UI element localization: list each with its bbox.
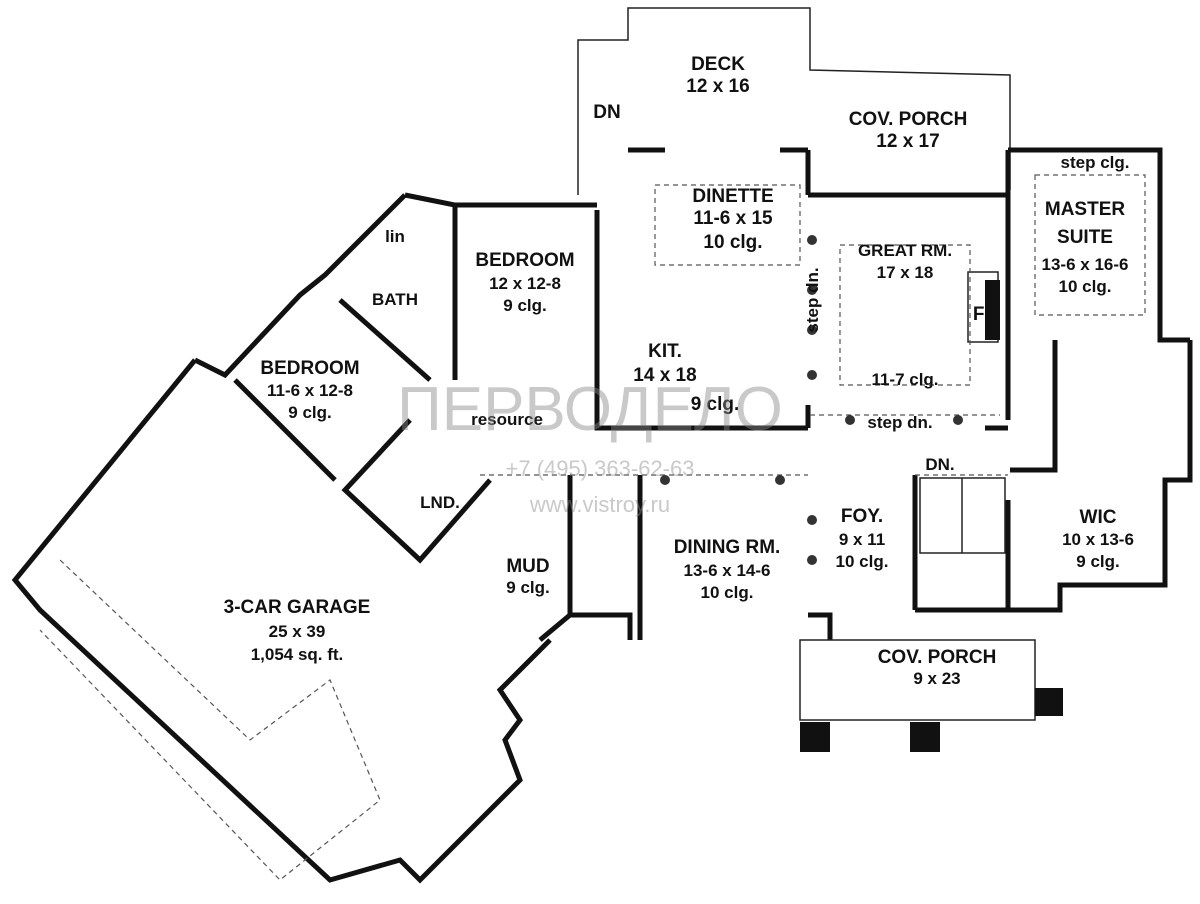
resource-label: resource: [471, 410, 543, 429]
rear-porch-label: COV. PORCH: [849, 109, 968, 130]
front-porch-size: 9 x 23: [913, 669, 960, 688]
stairs: [919, 477, 1006, 554]
wic-label: WIC: [1080, 507, 1117, 528]
kitchen-clg: 9 clg.: [691, 394, 740, 415]
mud-label: MUD: [506, 556, 549, 577]
dashed-outlines: [39, 174, 1146, 881]
laundry-label: LND.: [420, 493, 460, 512]
dining-size: 13-6 x 14-6: [684, 561, 771, 580]
deck-label: DECK: [691, 54, 745, 75]
bedroom1-clg: 9 clg.: [503, 296, 546, 315]
master-label-2: SUITE: [1057, 227, 1113, 248]
wic-clg: 9 clg.: [1076, 552, 1119, 571]
mud-clg: 9 clg.: [506, 578, 549, 597]
kitchen-size: 14 x 18: [633, 365, 696, 386]
step-clg-label: step clg.: [1061, 153, 1130, 172]
deck-size: 12 x 16: [686, 76, 749, 97]
dining-label: DINING RM.: [674, 537, 781, 558]
foyer-size: 9 x 11: [839, 530, 885, 549]
bedroom2-clg: 9 clg.: [288, 403, 331, 422]
step-dn-vertical: step dn.: [803, 267, 822, 332]
great-room-clg: 11-7 clg.: [871, 370, 938, 389]
dinette-size: 11-6 x 15: [693, 208, 773, 229]
bath-label: BATH: [372, 290, 418, 309]
linen-label: lin: [385, 227, 405, 246]
kitchen-label: KIT.: [648, 341, 682, 362]
foyer-clg: 10 clg.: [836, 552, 889, 571]
bedroom1-size: 12 x 12-8: [489, 274, 561, 293]
walls: [11, 7, 1193, 884]
bedroom2-size: 11-6 x 12-8: [267, 381, 353, 400]
fireplace-label: FP: [973, 304, 998, 325]
dinette-clg: 10 clg.: [703, 232, 762, 253]
watermark-phone: +7 (495) 363-62-63: [506, 456, 695, 481]
columns: [660, 235, 963, 565]
dining-clg: 10 clg.: [701, 583, 754, 602]
garage-area: 1,054 sq. ft.: [251, 645, 344, 664]
garage-size: 25 x 39: [269, 622, 326, 641]
dinette-label: DINETTE: [692, 186, 773, 207]
foyer-dn-label: DN.: [925, 455, 954, 474]
watermark-site: www.vistroy.ru: [529, 492, 670, 517]
wic-size: 10 x 13-6: [1062, 530, 1134, 549]
deck-dn-label: DN: [593, 102, 620, 123]
rear-porch-size: 12 x 17: [876, 131, 939, 152]
master-label-1: MASTER: [1045, 199, 1126, 220]
garage-label: 3-CAR GARAGE: [224, 597, 371, 618]
watermark-logo: ПЕРВОДЕЛО: [397, 375, 783, 444]
master-clg: 10 clg.: [1059, 277, 1112, 296]
great-room-label: GREAT RM.: [858, 241, 952, 260]
great-room-size: 17 x 18: [877, 263, 934, 282]
bedroom2-label: BEDROOM: [260, 358, 359, 379]
foyer-label: FOY.: [841, 506, 883, 527]
master-size: 13-6 x 16-6: [1042, 255, 1129, 274]
bedroom1-label: BEDROOM: [475, 250, 574, 271]
front-porch-label: COV. PORCH: [878, 647, 997, 668]
step-dn-horizontal: step dn.: [867, 413, 932, 432]
